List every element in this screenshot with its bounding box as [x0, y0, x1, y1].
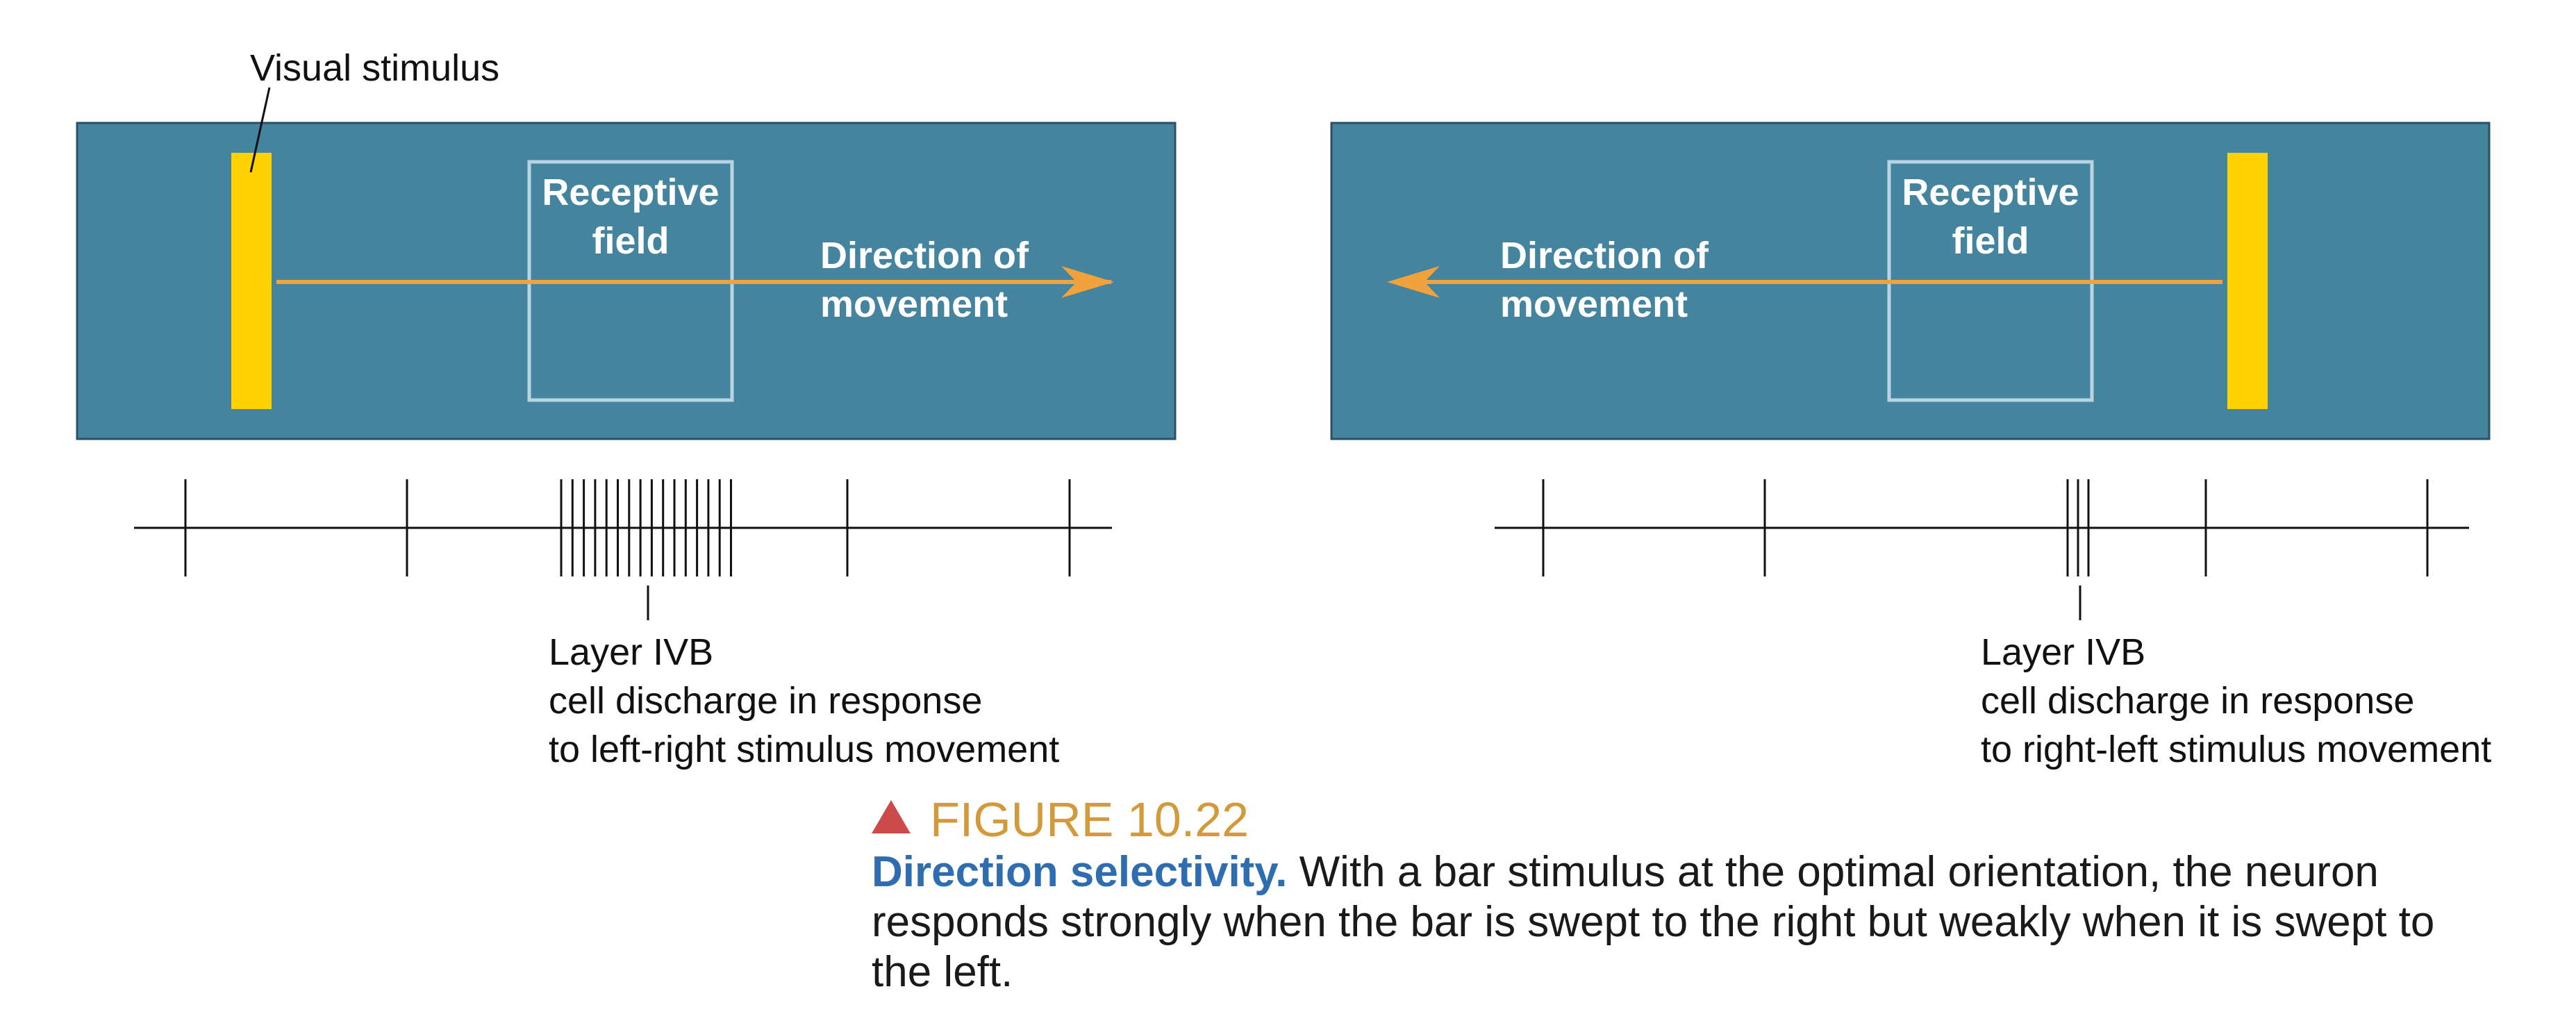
figure-caption: FIGURE 10.22 Direction selectivity. With… — [872, 792, 2504, 997]
left-stimulus-panel: Visual stimulus Receptive field Directio… — [76, 47, 1177, 440]
caption-title: Direction selectivity. — [872, 848, 1288, 896]
left-direction-label-2: movement — [820, 283, 1008, 325]
right-spike-label-3: to right-left stimulus movement — [1981, 729, 2491, 770]
left-arrowhead — [1061, 266, 1114, 298]
left-receptive-field-label-1: Receptive — [542, 172, 719, 213]
visual-stimulus-leader-line — [249, 87, 271, 173]
left-spike-label-1: Layer IVB — [549, 631, 713, 673]
right-visual-stimulus-bar — [2227, 153, 2268, 409]
caption-body: With a bar stimulus at the optimal orien… — [872, 848, 2435, 996]
right-spike-label-1: Layer IVB — [1981, 631, 2145, 673]
figure-number-text: FIGURE 10.22 — [930, 792, 1249, 847]
right-stimulus-panel: Receptive field Direction of movement — [1330, 122, 2491, 440]
right-receptive-field-label-1: Receptive — [1902, 172, 2079, 213]
left-spike-label-3: to left-right stimulus movement — [549, 729, 1059, 770]
left-spike-ticks — [184, 479, 1071, 576]
triangle-icon — [872, 800, 911, 833]
right-receptive-field-label-2: field — [1952, 220, 2029, 262]
right-direction-label-2: movement — [1500, 283, 1688, 325]
left-spike-train: Layer IVB cell discharge in response to … — [134, 479, 1112, 770]
left-receptive-field-label-2: field — [592, 220, 669, 262]
figure-number: FIGURE 10.22 — [872, 792, 2504, 847]
right-arrowhead — [1387, 266, 1440, 298]
right-spike-train: Layer IVB cell discharge in response to … — [1495, 479, 2491, 770]
left-spike-label-2: cell discharge in response — [549, 680, 982, 722]
visual-stimulus-label: Visual stimulus — [250, 47, 499, 89]
left-visual-stimulus-bar — [231, 153, 272, 409]
left-direction-label-1: Direction of — [820, 235, 1029, 276]
right-spike-ticks — [1542, 479, 2429, 576]
right-spike-label-2: cell discharge in response — [1981, 680, 2414, 722]
right-direction-label-1: Direction of — [1500, 235, 1709, 276]
